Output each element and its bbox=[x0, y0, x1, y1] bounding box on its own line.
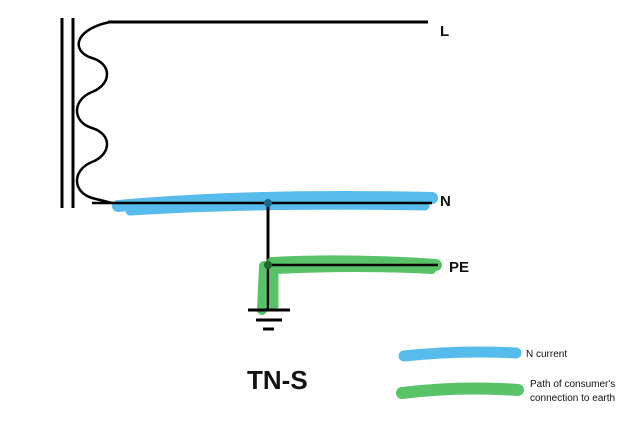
diagram-title: TN-S bbox=[247, 365, 308, 395]
pe-junction bbox=[264, 261, 272, 269]
label-n: N bbox=[440, 193, 451, 210]
legend-swatch-earth bbox=[396, 382, 524, 399]
earth-ground-icon bbox=[248, 308, 290, 331]
neutral-junction bbox=[264, 199, 272, 207]
label-pe: PE bbox=[449, 259, 469, 276]
legend-label-earth-line2: connection to earth bbox=[530, 393, 615, 404]
earth-path-highlight bbox=[257, 255, 442, 315]
legend-label-neutral: N current bbox=[526, 349, 567, 360]
label-l: L bbox=[440, 23, 449, 40]
transformer-winding bbox=[75, 20, 114, 205]
transformer-core bbox=[60, 18, 75, 208]
legend-label-earth-line1: Path of consumer's bbox=[530, 379, 615, 390]
legend: N current Path of consumer's connection … bbox=[396, 346, 615, 404]
legend-swatch-neutral bbox=[398, 346, 522, 362]
